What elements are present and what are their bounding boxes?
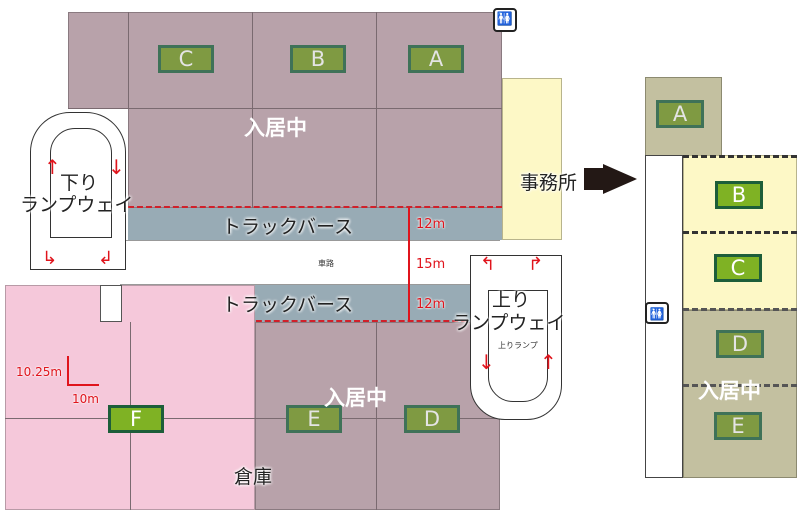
grid-dim-arrow bbox=[67, 384, 99, 386]
restroom-icon: 🚻 bbox=[493, 8, 517, 32]
side-restroom-icon: 🚻 bbox=[645, 302, 669, 324]
arrow-up-icon: ↑ bbox=[44, 155, 61, 179]
arrow-turn-icon: ↰ bbox=[480, 254, 496, 275]
dim-bottom: 12m bbox=[416, 297, 446, 312]
up-ramp-label-2: ランプウェイ bbox=[452, 312, 566, 334]
divider bbox=[376, 322, 377, 510]
up-ramp-inner bbox=[488, 290, 548, 402]
arrow-up-icon: ↑ bbox=[540, 350, 557, 374]
upper-occupied-block-lower bbox=[128, 108, 502, 208]
divider bbox=[5, 418, 500, 419]
dimension-line bbox=[408, 208, 410, 322]
side-unit-d-label[interactable]: D bbox=[716, 330, 764, 358]
truck-berth-bottom bbox=[255, 285, 485, 322]
down-ramp-label-1: 下り bbox=[60, 172, 99, 194]
office-area bbox=[502, 78, 562, 240]
side-unit-b-label[interactable]: B bbox=[715, 181, 763, 209]
partition bbox=[122, 320, 485, 323]
divider bbox=[128, 12, 129, 109]
occupied-top-label: 入居中 bbox=[244, 116, 307, 140]
truck-berth-bottom-label: トラックバース bbox=[222, 294, 354, 316]
stair bbox=[100, 285, 122, 322]
arrow-down-icon: ↓ bbox=[478, 350, 495, 374]
truck-berth-top-label: トラックバース bbox=[222, 216, 354, 238]
side-unit-e-label[interactable]: E bbox=[714, 412, 762, 440]
partition bbox=[683, 155, 797, 158]
arrow-turn-icon: ↳ bbox=[42, 248, 58, 269]
partition bbox=[683, 384, 797, 387]
dim-top: 12m bbox=[416, 217, 446, 232]
arrow-down-icon: ↓ bbox=[108, 155, 125, 179]
grid-dim-vertical: 10.25m bbox=[16, 365, 63, 379]
road bbox=[120, 240, 500, 285]
dim-road: 15m bbox=[416, 257, 446, 272]
occupied-bottom-label: 入居中 bbox=[324, 386, 387, 410]
road-label: 車路 bbox=[318, 259, 334, 268]
partition bbox=[683, 308, 797, 311]
down-ramp-label-2: ランプウェイ bbox=[20, 194, 134, 216]
unit-e-label[interactable]: E bbox=[286, 405, 342, 433]
side-occupied-label: 入居中 bbox=[698, 379, 761, 403]
down-ramp-inner bbox=[50, 128, 112, 238]
side-unit-c-label[interactable]: C bbox=[714, 254, 762, 282]
unit-f-label[interactable]: F bbox=[108, 405, 164, 433]
divider bbox=[376, 12, 377, 208]
partition bbox=[128, 206, 502, 209]
unit-a-label[interactable]: A bbox=[408, 45, 464, 73]
up-ramp-small-label: 上りランプ bbox=[498, 341, 538, 350]
warehouse-label: 倉庫 bbox=[234, 466, 273, 488]
side-unit-a-label[interactable]: A bbox=[656, 100, 704, 128]
office-label: 事務所 bbox=[520, 172, 578, 194]
unit-d-label[interactable]: D bbox=[404, 405, 460, 433]
grid-dim-arrow bbox=[67, 356, 69, 386]
divider bbox=[252, 12, 253, 208]
divider bbox=[255, 418, 500, 419]
arrow-right-icon bbox=[584, 168, 604, 190]
arrow-right-icon-head bbox=[603, 164, 637, 194]
truck-berth-top bbox=[128, 208, 502, 240]
grid-dim-horizontal: 10m bbox=[72, 392, 99, 406]
divider bbox=[68, 108, 502, 109]
partition bbox=[683, 231, 797, 234]
arrow-turn-icon: ↲ bbox=[98, 248, 114, 269]
up-ramp-label-1: 上り bbox=[492, 289, 531, 311]
unit-c-label[interactable]: C bbox=[158, 45, 214, 73]
unit-b-label[interactable]: B bbox=[290, 45, 346, 73]
arrow-turn-icon: ↱ bbox=[528, 254, 544, 275]
